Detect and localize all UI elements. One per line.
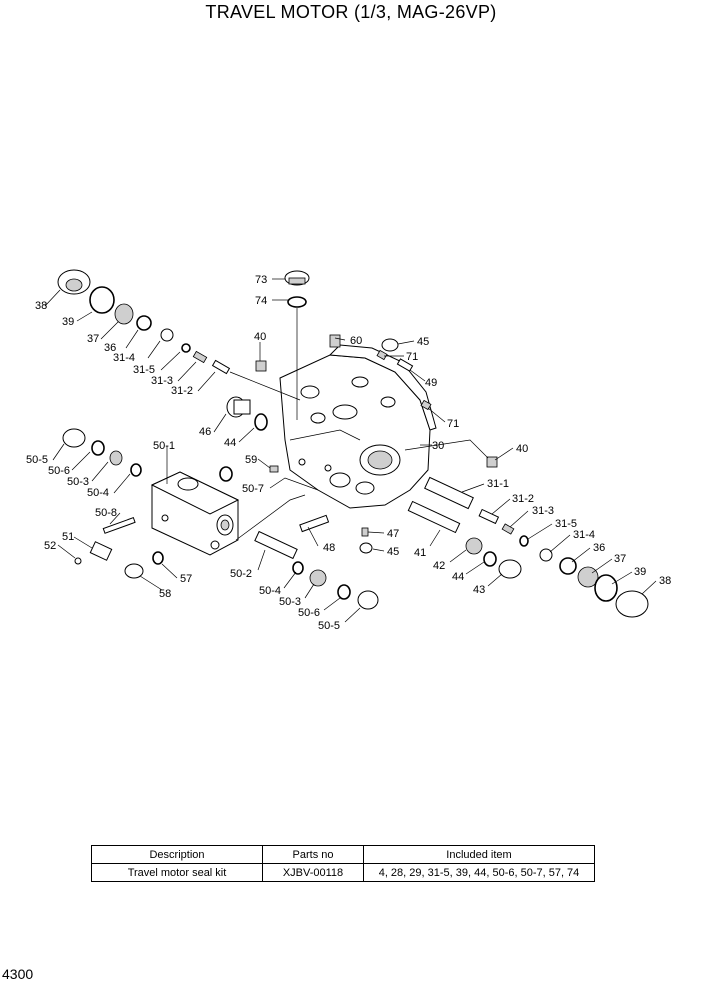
callout-50-1: 50-1 bbox=[153, 440, 175, 452]
page-number: 4300 bbox=[2, 966, 34, 982]
callout-58: 58 bbox=[159, 588, 171, 600]
col-description: Description bbox=[91, 845, 263, 864]
table-row: Travel motor seal kit XJBV-00118 4, 28, … bbox=[91, 863, 595, 882]
callout-50-3: 50-3 bbox=[67, 476, 89, 488]
valve-block bbox=[150, 471, 240, 556]
callout-50-8: 50-8 bbox=[95, 507, 117, 519]
callout-50-4: 50-4 bbox=[87, 487, 109, 499]
callout-48: 48 bbox=[323, 542, 335, 554]
callout-50-5: 50-5 bbox=[318, 620, 340, 632]
callout-41: 41 bbox=[414, 547, 426, 559]
callout-31-1: 31-1 bbox=[487, 478, 509, 490]
leader-lines bbox=[44, 278, 657, 623]
callout-39: 39 bbox=[62, 316, 74, 328]
callout-43: 43 bbox=[473, 584, 485, 596]
callout-30: 30 bbox=[432, 440, 444, 452]
callout-37: 37 bbox=[87, 333, 99, 345]
callout-47: 47 bbox=[387, 528, 399, 540]
callout-31-3: 31-3 bbox=[532, 505, 554, 517]
callout-50-3: 50-3 bbox=[279, 596, 301, 608]
callout-73: 73 bbox=[255, 274, 267, 286]
motor-housing bbox=[279, 344, 437, 509]
cell-parts-no: XJBV-00118 bbox=[262, 863, 364, 882]
callout-31-3: 31-3 bbox=[151, 375, 173, 387]
col-parts-no: Parts no bbox=[262, 845, 364, 864]
callout-59: 59 bbox=[245, 454, 257, 466]
page-title: TRAVEL MOTOR (1/3, MAG-26VP) bbox=[205, 2, 497, 22]
callout-71: 71 bbox=[406, 351, 418, 363]
parts bbox=[57, 269, 649, 618]
callout-40: 40 bbox=[516, 443, 528, 455]
callout-31-5: 31-5 bbox=[133, 364, 155, 376]
callout-57: 57 bbox=[180, 573, 192, 585]
callout-36: 36 bbox=[104, 342, 116, 354]
col-included-item: Included item bbox=[363, 845, 595, 864]
callout-45: 45 bbox=[417, 336, 429, 348]
callout-50-4: 50-4 bbox=[259, 585, 281, 597]
callout-50-6: 50-6 bbox=[48, 465, 70, 477]
callout-44: 44 bbox=[224, 437, 236, 449]
callout-31-5: 31-5 bbox=[555, 518, 577, 530]
callout-44: 44 bbox=[452, 571, 464, 583]
callout-31-4: 31-4 bbox=[113, 352, 135, 364]
callout-31-2: 31-2 bbox=[171, 385, 193, 397]
callout-37: 37 bbox=[614, 553, 626, 565]
callout-51: 51 bbox=[62, 531, 74, 543]
callout-labels: 73 74 40 60 45 71 49 71 30 40 38 39 37 3… bbox=[26, 274, 671, 632]
callout-52: 52 bbox=[44, 540, 56, 552]
seal-kit-table: Description Parts no Included item Trave… bbox=[91, 845, 595, 882]
callout-46: 46 bbox=[199, 426, 211, 438]
callout-60: 60 bbox=[350, 335, 362, 347]
callout-31-4: 31-4 bbox=[573, 529, 595, 541]
callout-49: 49 bbox=[425, 377, 437, 389]
callout-74: 74 bbox=[255, 295, 267, 307]
callout-50-7: 50-7 bbox=[242, 483, 264, 495]
callout-50-6: 50-6 bbox=[298, 607, 320, 619]
callout-39: 39 bbox=[634, 566, 646, 578]
callout-38: 38 bbox=[659, 575, 671, 587]
callout-31-2: 31-2 bbox=[512, 493, 534, 505]
callout-38: 38 bbox=[35, 300, 47, 312]
cell-description: Travel motor seal kit bbox=[91, 863, 263, 882]
table-header-row: Description Parts no Included item bbox=[91, 845, 595, 864]
cell-included-item: 4, 28, 29, 31-5, 39, 44, 50-6, 50-7, 57,… bbox=[363, 863, 595, 882]
callout-42: 42 bbox=[433, 560, 445, 572]
callout-50-5: 50-5 bbox=[26, 454, 48, 466]
callout-50-2: 50-2 bbox=[230, 568, 252, 580]
callout-40: 40 bbox=[254, 331, 266, 343]
callout-36: 36 bbox=[593, 542, 605, 554]
callout-71: 71 bbox=[447, 418, 459, 430]
callout-45: 45 bbox=[387, 546, 399, 558]
